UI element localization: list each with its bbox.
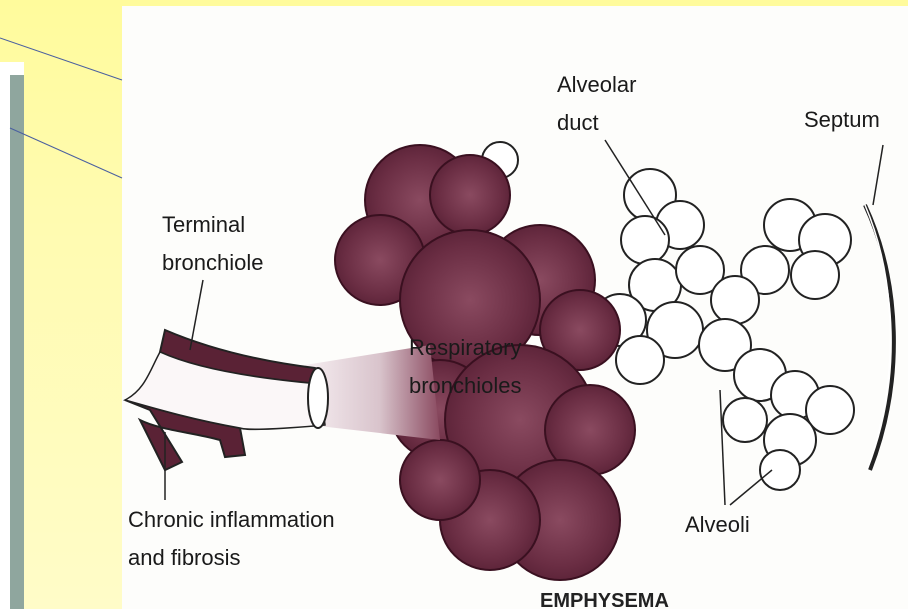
label-chronic-line1: Chronic inflammation — [128, 507, 335, 532]
label-alveoli: Alveoli — [685, 512, 750, 537]
figure-caption: EMPHYSEMA — [540, 590, 669, 609]
label-alveolar-line1: Alveolar — [557, 72, 636, 97]
slide-decor-line-1 — [0, 38, 122, 80]
terminal-bronchiole — [125, 330, 440, 470]
septum-wall-highlight — [865, 205, 890, 470]
label-respiratory-line1: Respiratory — [409, 335, 521, 360]
slide-decor-line-2 — [10, 128, 122, 178]
label-chronic-line2: and fibrosis — [128, 545, 241, 570]
label-terminal-line2: bronchiole — [162, 250, 264, 275]
label-alveolar-line2: duct — [557, 110, 599, 135]
label-respiratory-line2: bronchioles — [409, 373, 522, 398]
label-terminal-line1: Terminal — [162, 212, 245, 237]
label-septum: Septum — [804, 107, 880, 132]
